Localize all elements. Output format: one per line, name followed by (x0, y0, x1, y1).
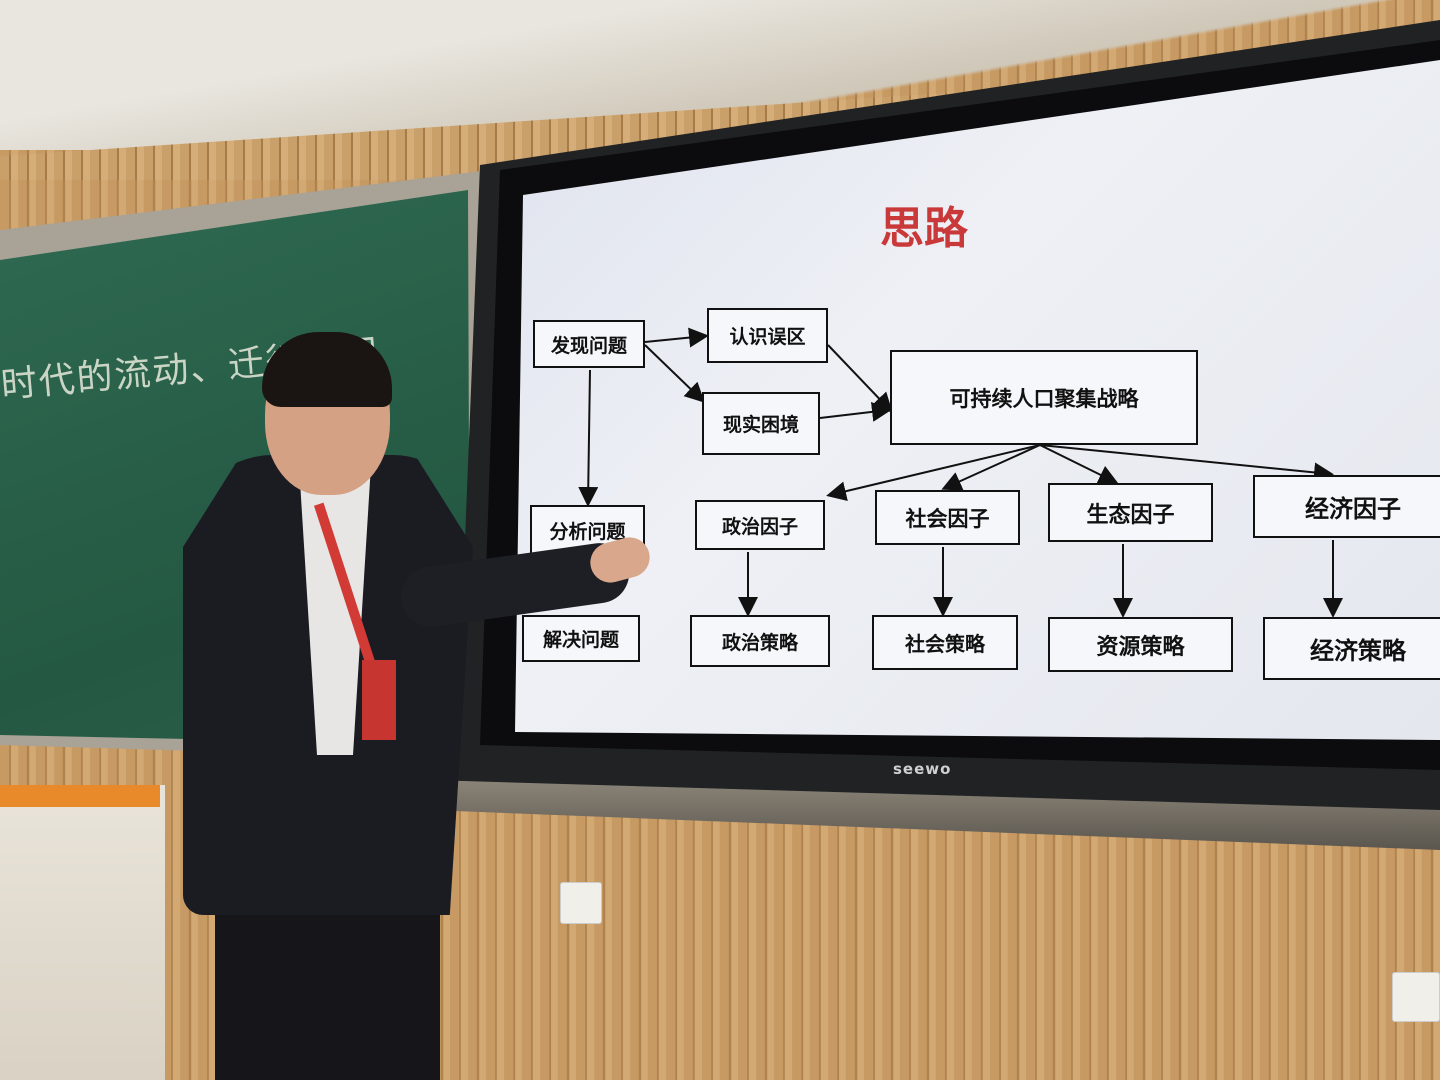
arrow (941, 444, 1041, 491)
arrow (578, 369, 599, 507)
arrow (827, 344, 893, 413)
arrow (1039, 444, 1119, 484)
box-strategy: 可持续人口聚集战略 (890, 350, 1198, 445)
arrow (1039, 444, 1334, 483)
name-badge (362, 660, 396, 740)
podium (0, 785, 165, 1080)
power-socket (1392, 972, 1440, 1022)
box-society-strategy: 社会策略 (872, 615, 1018, 670)
box-dilemma: 现实困境 (702, 392, 820, 455)
box-politics-factor: 政治因子 (695, 500, 825, 550)
box-economy-strategy: 经济策略 (1263, 617, 1440, 680)
slide-title: 思路 (880, 203, 968, 254)
brand-logo: seewo (893, 760, 952, 778)
person-hair (262, 332, 392, 407)
box-resource-strategy: 资源策略 (1048, 617, 1233, 672)
box-economy-factor: 经济因子 (1253, 475, 1440, 538)
arrow (826, 444, 1041, 502)
person-legs (215, 890, 440, 1080)
box-find-problem: 发现问题 (533, 320, 645, 368)
podium-edge (0, 785, 160, 807)
arrow (819, 401, 892, 422)
arrow (644, 344, 705, 403)
power-socket (560, 882, 602, 924)
box-ecology-factor: 生态因子 (1048, 483, 1213, 542)
box-society-factor: 社会因子 (875, 490, 1020, 545)
arrow (644, 327, 709, 348)
box-solve: 解决问题 (522, 615, 640, 662)
box-misconception: 认识误区 (707, 308, 828, 363)
box-politics-strategy: 政治策略 (690, 615, 830, 667)
